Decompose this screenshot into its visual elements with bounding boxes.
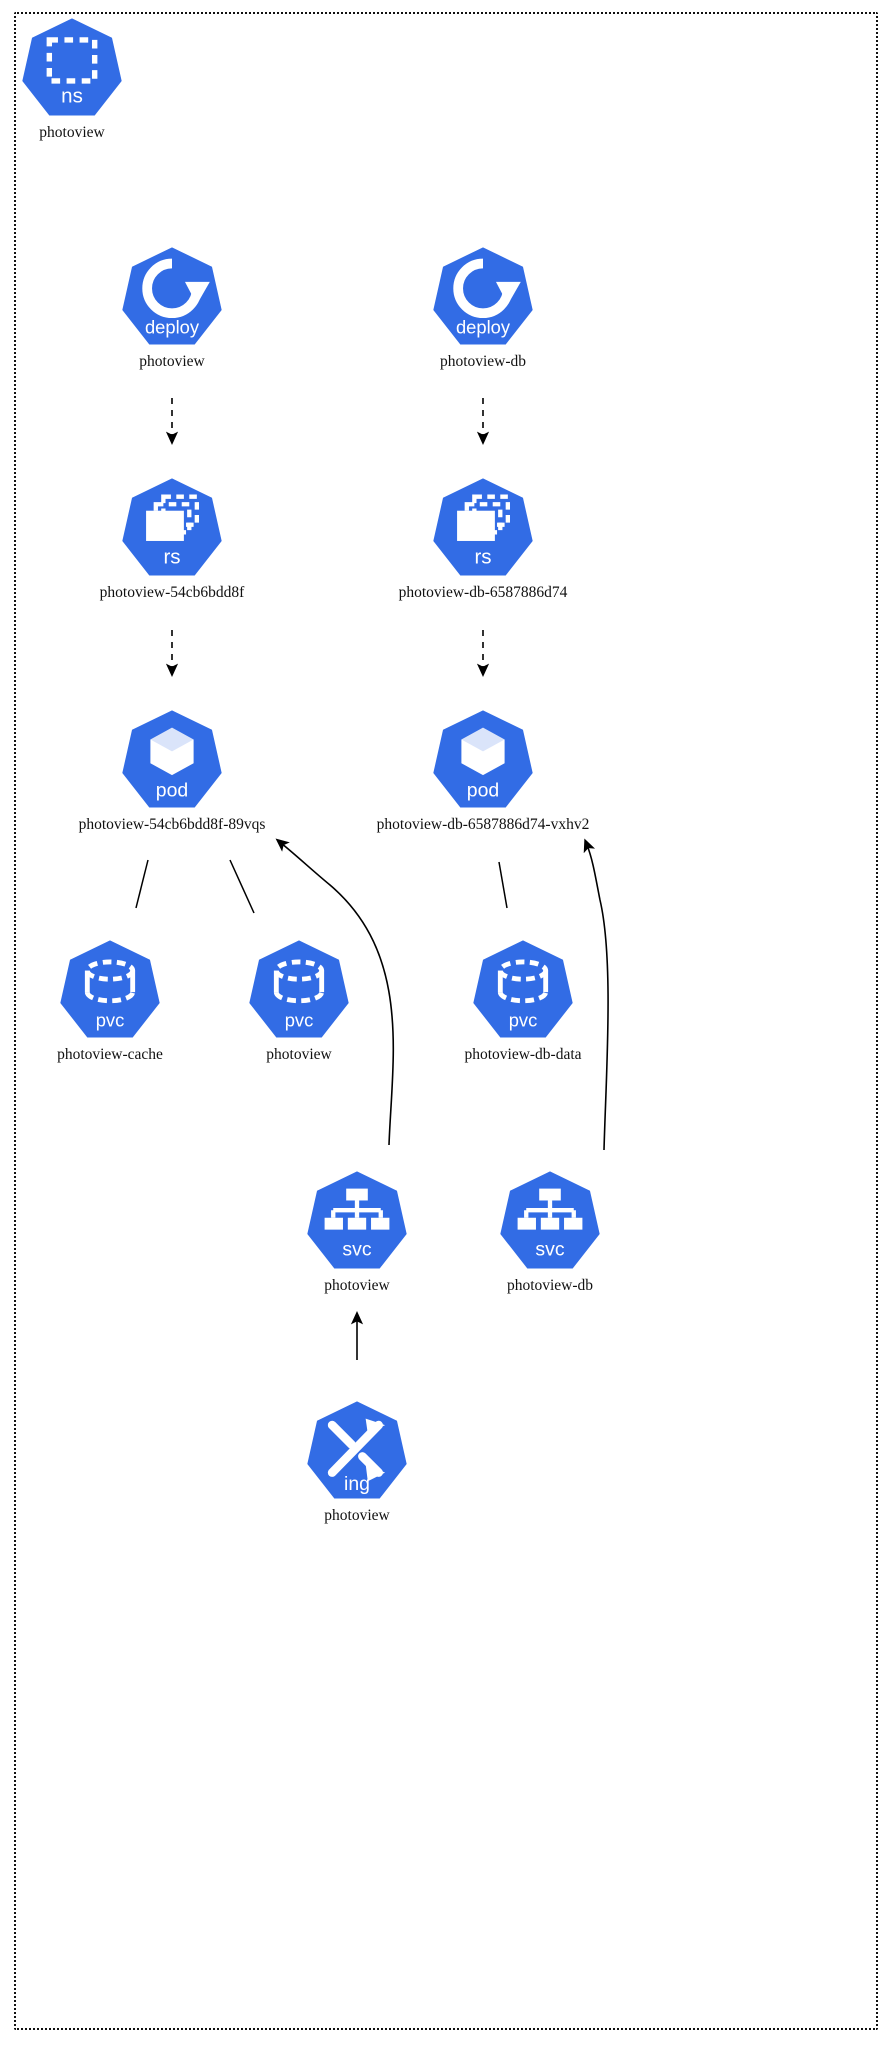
replicaset-icon: rs: [429, 474, 537, 582]
node-label: photoview: [39, 124, 105, 141]
deploy-kind-label: deploy: [145, 317, 200, 338]
node-label: photoview-54cb6bdd8f: [99, 584, 245, 601]
node-label: photoview: [324, 1507, 390, 1524]
pvc-icon: pvc: [56, 936, 164, 1044]
node-label: photoview-db-6587886d74-vxhv2: [376, 816, 590, 833]
namespace-icon: ns: [18, 14, 126, 122]
node-label: photoview: [266, 1046, 332, 1063]
pvc-kind-label: pvc: [509, 1010, 538, 1031]
replicaset-icon: rs: [118, 474, 226, 582]
pod-kind-label: pod: [467, 780, 499, 802]
svc-kind-label: svc: [342, 1239, 371, 1261]
node-label: photoview-db: [439, 353, 527, 370]
service-icon: svc: [303, 1167, 411, 1275]
service-icon: svc: [496, 1167, 604, 1275]
pod-icon: pod: [429, 706, 537, 814]
ingress-icon: ing: [303, 1397, 411, 1505]
svc-kind-label: svc: [535, 1239, 564, 1261]
pod-kind-label: pod: [156, 780, 188, 802]
pvc-icon: pvc: [469, 936, 577, 1044]
ns-kind-label: ns: [61, 85, 83, 108]
node-label: photoview: [139, 353, 205, 370]
deployment-icon: deploy: [118, 243, 226, 351]
deployment-icon: deploy: [429, 243, 537, 351]
pvc-kind-label: pvc: [285, 1010, 314, 1031]
node-label: photoview-db-6587886d74: [398, 584, 568, 601]
pvc-kind-label: pvc: [96, 1010, 125, 1031]
rs-kind-label: rs: [474, 546, 491, 569]
node-label: photoview-db: [506, 1277, 594, 1294]
node-label: photoview-cache: [57, 1046, 163, 1063]
node-label: photoview: [324, 1277, 390, 1294]
rs-kind-label: rs: [163, 546, 180, 569]
deploy-kind-label: deploy: [456, 317, 511, 338]
ing-kind-label: ing: [344, 1473, 370, 1495]
node-label: photoview-db-data: [464, 1046, 582, 1063]
node-label: photoview-54cb6bdd8f-89vqs: [78, 816, 266, 833]
pod-icon: pod: [118, 706, 226, 814]
pvc-icon: pvc: [245, 936, 353, 1044]
namespace-boundary: [14, 12, 878, 2030]
